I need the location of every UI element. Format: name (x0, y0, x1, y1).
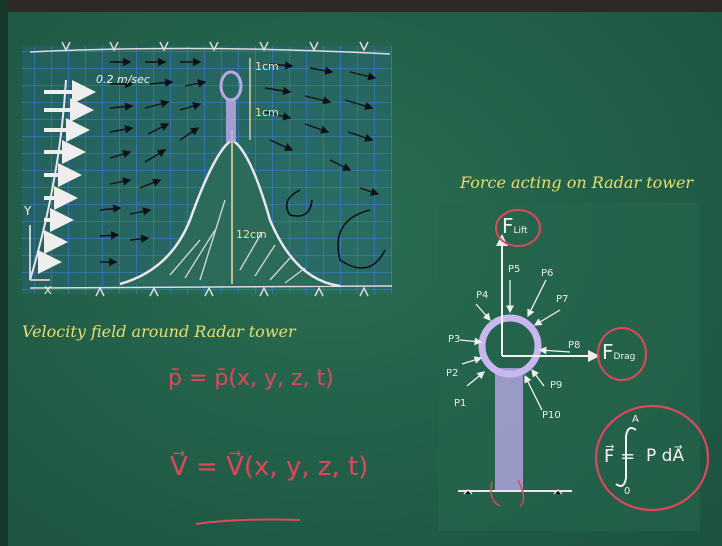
force-axes (496, 234, 600, 362)
ground (29, 285, 393, 297)
board-top-frame (0, 0, 722, 12)
height-dimension-label: 12cm (236, 228, 267, 241)
velocity-equation: V⃗ = V⃗(x, y, z, t) (170, 452, 369, 482)
velocity-magnitude-label: 0.2 m/sec (96, 73, 150, 86)
flow-arrows (99, 57, 380, 267)
drag-circle (597, 327, 647, 381)
lift-force-label: FLift (502, 214, 528, 238)
vortex-small (285, 189, 313, 217)
hill-hatching (169, 199, 306, 284)
board-left-frame (0, 0, 8, 546)
pressure-label-p8: P8 (568, 340, 581, 351)
force-panel (438, 203, 700, 531)
force-equation-circle (594, 404, 710, 512)
pressure-label-p2: P2 (446, 368, 459, 379)
pressure-label-p4: P4 (476, 290, 489, 301)
base-marks (490, 479, 525, 507)
vortex-large (337, 209, 386, 269)
lift-circle (495, 209, 541, 247)
pressure-label-p3: P3 (448, 334, 461, 345)
drag-subscript: Drag (613, 352, 636, 362)
force-caption: Force acting on Radar tower (460, 173, 694, 192)
pressure-equation: p̄ = p̄(x, y, z, t) (168, 366, 334, 391)
radar-dome (219, 70, 243, 102)
pressure-arrows (459, 279, 571, 411)
tower-base-hatch (463, 489, 563, 495)
top-wall (29, 41, 391, 55)
drag-force-label: FDrag (602, 340, 636, 364)
pressure-label-p7: P7 (556, 294, 569, 305)
integral-sign (615, 427, 637, 487)
pressure-label-p1: P1 (454, 398, 467, 409)
y-axis-label: Y (24, 204, 32, 218)
integral-upper-limit: A (632, 414, 639, 425)
equation-underline (195, 518, 301, 525)
force-equation-lhs: F⃗ = (604, 446, 636, 467)
velocity-field-caption: Velocity field around Radar tower (22, 322, 296, 341)
pressure-label-p5: P5 (508, 264, 521, 275)
dome-dimension-label: 1cm (255, 60, 279, 73)
velocity-profile (29, 79, 67, 281)
lift-subscript: Lift (513, 226, 528, 236)
pressure-label-p9: P9 (550, 380, 563, 391)
pressure-label-p10: P10 (542, 410, 561, 421)
profile-arrows (38, 80, 96, 274)
left-axes (29, 225, 50, 281)
tower-pole (495, 368, 523, 490)
force-equation-integrand: P dA⃗ (646, 446, 685, 466)
pressure-label-p6: P6 (541, 268, 554, 279)
integral-lower-limit: 0 (624, 486, 631, 497)
tower-mast (226, 100, 236, 142)
radar-dome-circle (478, 314, 542, 378)
mast-dimension-label: 1cm (255, 106, 279, 119)
x-axis-label: X (44, 284, 52, 297)
